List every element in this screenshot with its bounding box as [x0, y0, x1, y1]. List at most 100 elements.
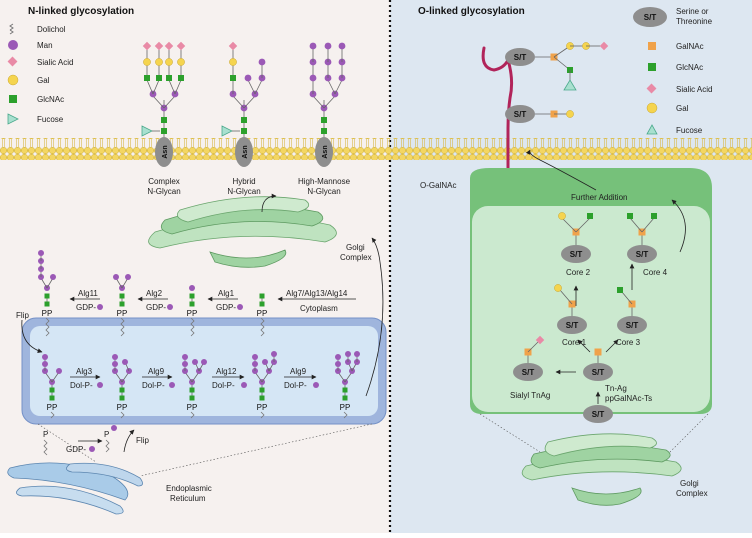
glycosidic-bond	[174, 79, 182, 95]
fucose-triangle-icon	[563, 79, 577, 91]
right-golgi-label-1: Golgi	[680, 479, 699, 488]
dolichol-icon	[343, 411, 348, 419]
p-label-left: P	[43, 430, 48, 439]
glcnac-square-icon	[342, 387, 348, 393]
core3-label: Core 3	[616, 338, 641, 347]
dolichol-icon	[120, 411, 125, 419]
pp-label: PP	[47, 403, 58, 412]
legend-man-label: Man	[37, 41, 53, 50]
bottom-gdp: GDP-	[66, 445, 86, 454]
flip-arrow-top	[21, 319, 43, 353]
glcnac-square-icon	[259, 387, 265, 393]
mannose-circle-icon	[258, 58, 266, 66]
st-node-label: S/T	[626, 321, 639, 330]
core4-label: Core 4	[643, 268, 668, 277]
mannose-circle-icon	[111, 425, 117, 431]
legend-sialic-label: Sialic Acid	[37, 58, 73, 67]
asn-label: Asn	[322, 145, 329, 158]
step-alg1: Alg1	[218, 289, 235, 298]
tn-to-core3-arrow	[605, 339, 619, 353]
glycosidic-bond	[232, 95, 245, 109]
glcnac-square-icon	[119, 395, 125, 401]
glycosidic-bond	[254, 79, 263, 95]
complex-label-1: Complex	[148, 177, 180, 186]
mannose-circle-icon	[38, 250, 44, 256]
glycosidic-bond	[312, 95, 325, 109]
serine-threonine-node	[583, 363, 613, 381]
st-node-label: S/T	[522, 368, 535, 377]
donor-dolp-2: Dol-P-	[142, 381, 165, 390]
galnac-square-icon	[648, 42, 656, 50]
golgi-to-membrane-arrow	[261, 193, 277, 213]
serine-threonine-node-icon	[633, 7, 667, 27]
pp-label: PP	[117, 309, 128, 318]
mannose-circle-icon	[335, 354, 341, 360]
legend-fucose-label-r: Fucose	[676, 126, 703, 135]
galactose-circle-icon	[566, 110, 574, 118]
glcnac-square-icon	[321, 128, 327, 134]
mannose-circle-icon	[192, 359, 198, 365]
sialic-acid-diamond-icon	[646, 83, 657, 94]
sialic-acid-diamond-icon	[142, 41, 152, 51]
step-alg2: Alg2	[146, 289, 163, 298]
left-panel-background	[0, 0, 390, 533]
core4-further-arrow	[671, 199, 686, 253]
mannose-circle-icon	[244, 74, 252, 82]
galactose-circle-icon	[143, 58, 151, 66]
glcnac-square-icon	[161, 117, 167, 123]
serine-threonine-node	[505, 105, 535, 123]
flip-label-bottom: Flip	[136, 436, 149, 445]
glycosidic-bond	[629, 217, 643, 233]
mannose-circle-icon	[122, 359, 128, 365]
step-alg11: Alg11	[78, 289, 98, 298]
ppgalnac-label: ppGalNAc-Ts	[605, 394, 652, 403]
legend-glcnac-label-r: GlcNAc	[676, 63, 703, 72]
mannose-circle-icon	[354, 351, 360, 357]
asn-label: Asn	[162, 145, 169, 158]
glcnac-square-icon	[189, 387, 195, 393]
mannose-circle-icon	[113, 274, 119, 280]
left-golgi-label-1: Golgi	[346, 243, 365, 252]
dolichol-icon	[190, 317, 195, 337]
sialic-acid-diamond-icon	[228, 41, 238, 51]
mannose-circle-icon	[112, 354, 118, 360]
mannose-circle-icon	[89, 446, 95, 452]
glycosidic-bond	[247, 79, 256, 95]
glycosidic-bond	[527, 341, 539, 353]
legend-sialic-label-r: Sialic Acid	[676, 85, 712, 94]
step-alg9-a: Alg9	[148, 367, 165, 376]
sialic-acid-diamond-icon	[176, 41, 186, 51]
glcnac-square-icon	[49, 395, 55, 401]
mannose-circle-icon	[42, 354, 48, 360]
serine-threonine-node	[513, 363, 543, 381]
galactose-circle-icon	[165, 58, 173, 66]
glcnac-square-icon	[119, 387, 125, 393]
zoom-line-left-r	[479, 413, 541, 453]
mannose-circle-icon	[97, 382, 103, 388]
mannose-circle-icon	[182, 354, 188, 360]
o-linked-title: O-linked glycosylation	[418, 6, 525, 17]
serine-threonine-node	[627, 245, 657, 263]
glcnac-square-icon	[259, 395, 265, 401]
step-alg9-b: Alg9	[290, 367, 307, 376]
galnac-square-icon	[594, 348, 602, 356]
st-node-label: S/T	[566, 321, 579, 330]
glycosidic-bond	[559, 289, 573, 305]
fucose-triangle-icon	[141, 125, 153, 137]
glcnac-square-icon	[321, 117, 327, 123]
dolichol-icon	[190, 411, 195, 419]
glcnac-square-icon	[342, 395, 348, 401]
legend-st-line1: Serine or	[676, 7, 709, 16]
glcnac-square-icon	[648, 63, 656, 71]
serine-threonine-node	[505, 48, 535, 66]
glycosidic-bond	[641, 217, 655, 233]
dolichol-icon	[260, 317, 265, 337]
glcnac-square-icon	[651, 213, 657, 219]
legend-gal-label: Gal	[37, 76, 50, 85]
sialic-acid-diamond-icon	[154, 41, 164, 51]
dolichol-phosphate-cycle: P GDP- P Flip	[43, 425, 149, 456]
serine-threonine-node	[561, 245, 591, 263]
galactose-circle-icon	[229, 58, 237, 66]
